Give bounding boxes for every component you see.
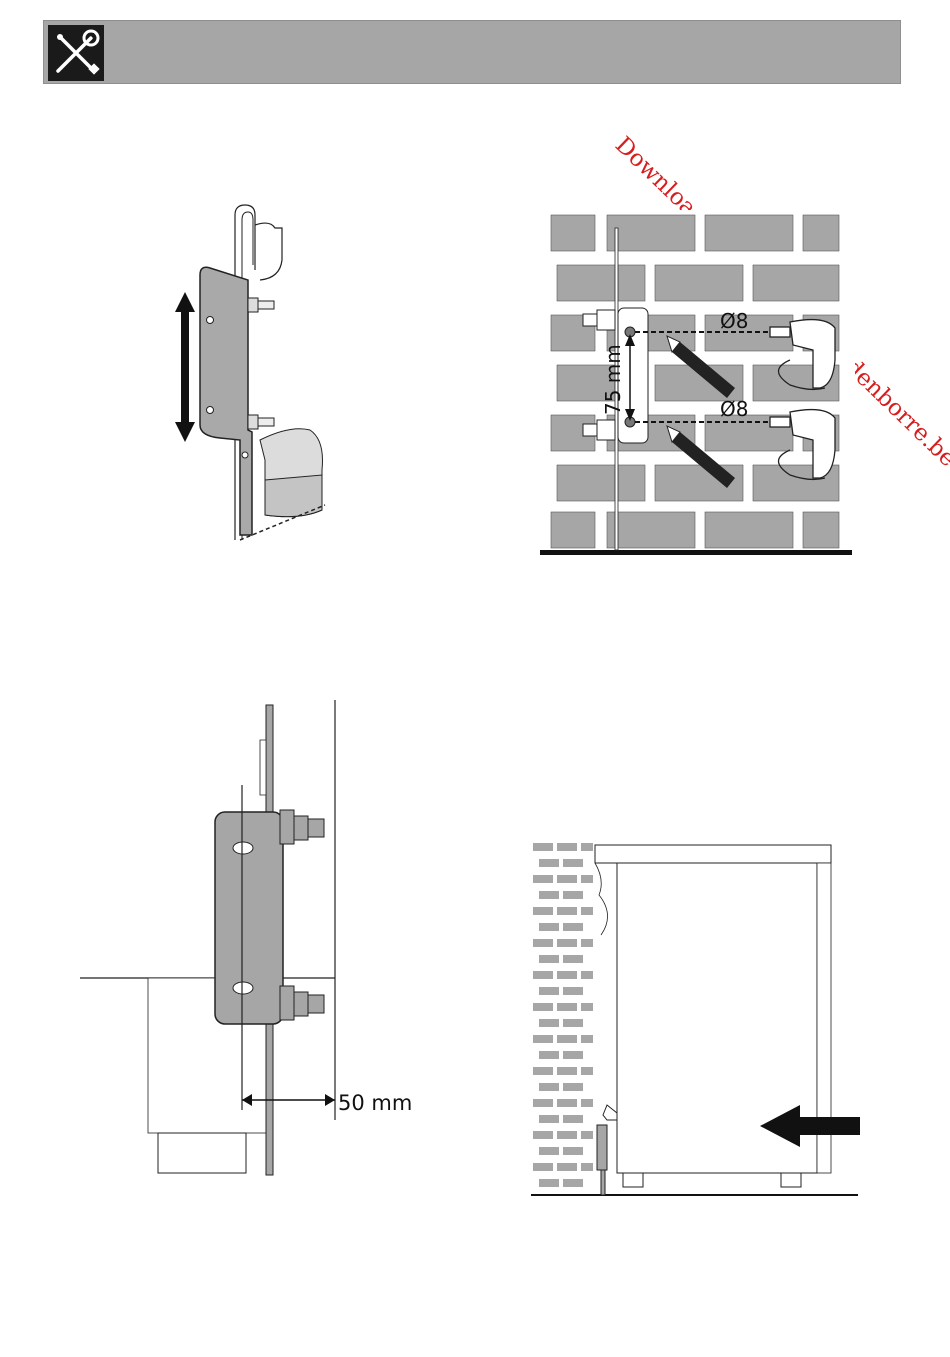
drill-diameter-top-label: Ø8 bbox=[720, 309, 748, 333]
figure-side-spacing: 50 mm bbox=[80, 700, 430, 1180]
dimension-75mm-label: 75 mm bbox=[601, 344, 625, 415]
tools-icon bbox=[48, 25, 104, 81]
section-header-bar bbox=[43, 20, 901, 84]
figure-bracket-adjust bbox=[160, 200, 340, 550]
drill-diameter-bottom-label: Ø8 bbox=[720, 397, 748, 421]
figure-drill-wall: 75 mm Ø8 Ø8 bbox=[535, 210, 855, 560]
figure-appliance-push bbox=[525, 835, 865, 1205]
distance-50mm-label: 50 mm bbox=[338, 1091, 412, 1115]
